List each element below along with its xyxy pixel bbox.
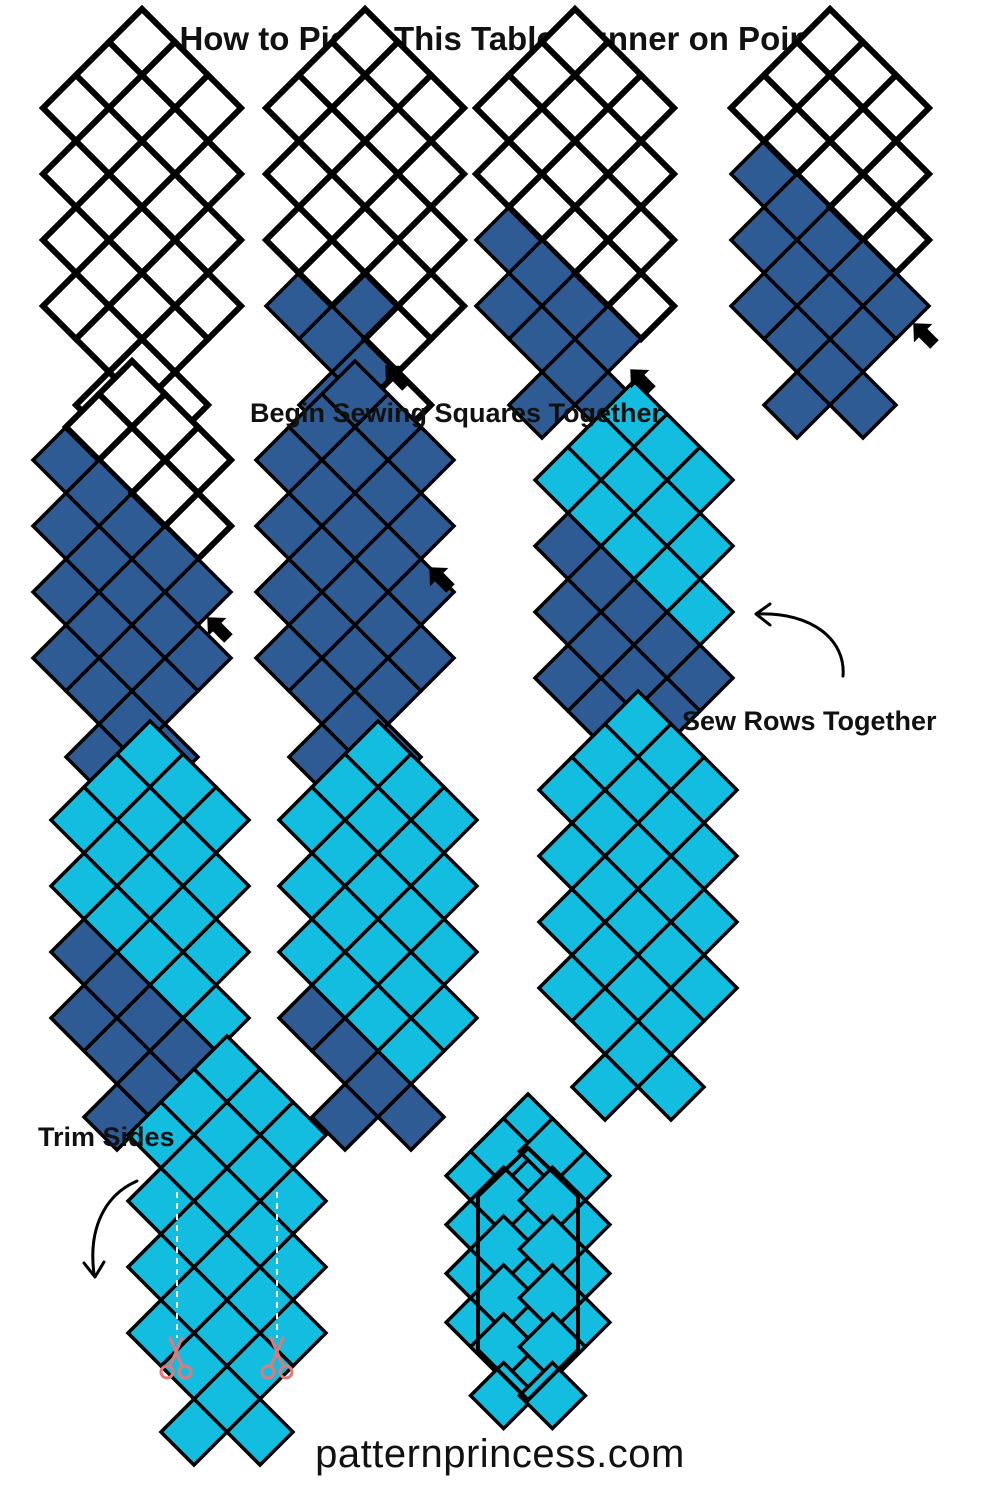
quilt-square	[158, 1396, 230, 1468]
arrow-pointer-icon	[385, 365, 411, 391]
trim-sides-label: Trim Sides	[38, 1122, 175, 1152]
curved-arrow-icon	[754, 602, 845, 678]
quilt-square	[506, 369, 578, 441]
quilt-square	[224, 1396, 296, 1468]
quilt-square	[761, 369, 833, 441]
quilt-square	[468, 1360, 540, 1432]
arrow-pointer-icon	[207, 617, 233, 643]
quilt-square	[635, 1051, 707, 1123]
trimmed-runner-outline	[476, 1146, 580, 1402]
quilt-square	[309, 1081, 381, 1153]
quilt-square	[827, 369, 899, 441]
arrow-pointer-icon	[630, 369, 656, 395]
footer-website: patternprincess.com	[315, 1432, 685, 1476]
arrow-pointer-icon	[429, 567, 455, 593]
square-grid-layer	[30, 4, 934, 1468]
page-title: How to Piece This Table Runner on Point	[179, 20, 821, 57]
scissors-icon	[260, 1336, 294, 1380]
begin-sewing-label: Begin Sewing Squares Together	[250, 398, 663, 428]
arrow-pointer-icon	[913, 323, 939, 349]
curved-arrow-icon	[82, 1179, 139, 1279]
quilt-square	[375, 1081, 447, 1153]
sew-rows-label: Sew Rows Together	[682, 706, 937, 736]
quilt-square	[569, 1051, 641, 1123]
quilt-square	[516, 1360, 588, 1432]
scissors-icon	[159, 1336, 193, 1380]
